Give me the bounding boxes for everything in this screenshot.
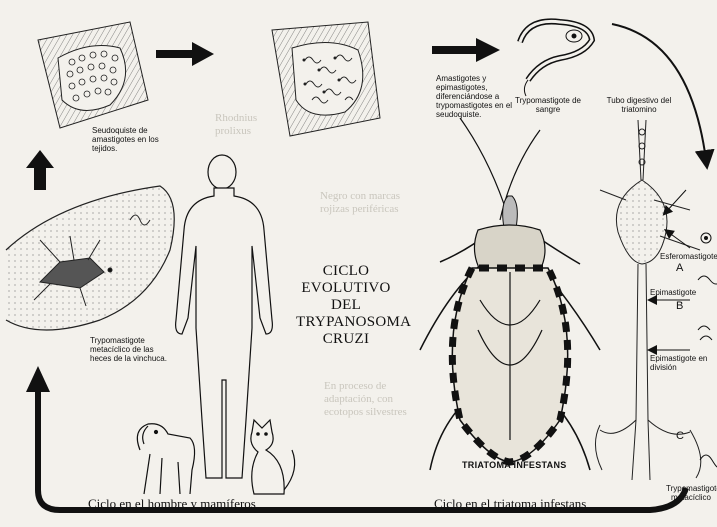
triatoma-bug-illustration [420,118,600,470]
tissue-pseudocyst-illustration [38,22,148,128]
arrow-right-1 [156,42,214,66]
gut-parasite-forms [698,233,717,467]
human-figure-illustration [176,155,273,478]
label-amastigotes: Amastigotes y epimastigotes, diferencián… [436,74,516,119]
label-esferomastigote: Esferomastigote [660,252,717,261]
label-epimastigote-division: Epimastigote en división [650,354,712,372]
label-triatoma-infestans: TRIATOMA INFESTANS [462,460,567,470]
arrow-right-2 [432,38,500,62]
arm-with-vinchuca-illustration [6,186,174,330]
title-line: DEL [296,297,396,314]
label-a: A [676,262,683,274]
dog-illustration [137,424,194,494]
caption-hombre: Ciclo en el hombre y mamíferos [88,496,256,512]
label-tubo-digestivo: Tubo digestivo del triatomino [604,96,674,114]
caption-triatoma: Ciclo en el triatoma infestans [434,496,586,512]
differentiating-pseudocyst-illustration [272,22,380,136]
label-c: C [676,430,684,442]
label-trypomastigote-metaciclico-right: Trypomastigote metacíclico [666,484,716,502]
label-trypomastigote-metaciclico-left: Trypomastigote metacíclico de las heces … [90,336,168,363]
blood-trypomastigote-illustration [520,21,592,96]
cat-illustration [251,420,295,494]
title-line: CRUZI [296,331,396,348]
title-line: TRYPANOSOMA [296,314,396,331]
label-seudoquiste: Seudoquiste de amastigotes en los tejido… [92,126,162,153]
arrow-up-left [26,150,54,190]
diagram-title: CICLO EVOLUTIVO DEL TRYPANOSOMA CRUZI [296,263,396,348]
label-trypomastigote-sangre: Trypomastigote de sangre [514,96,582,114]
arrow-to-gut [612,24,706,160]
label-epimastigote: Epimastigote [650,288,710,297]
label-b: B [676,300,683,312]
title-line: EVOLUTIVO [296,280,396,297]
cycle-loop-arrowhead [26,366,50,392]
title-line: CICLO [296,263,396,280]
